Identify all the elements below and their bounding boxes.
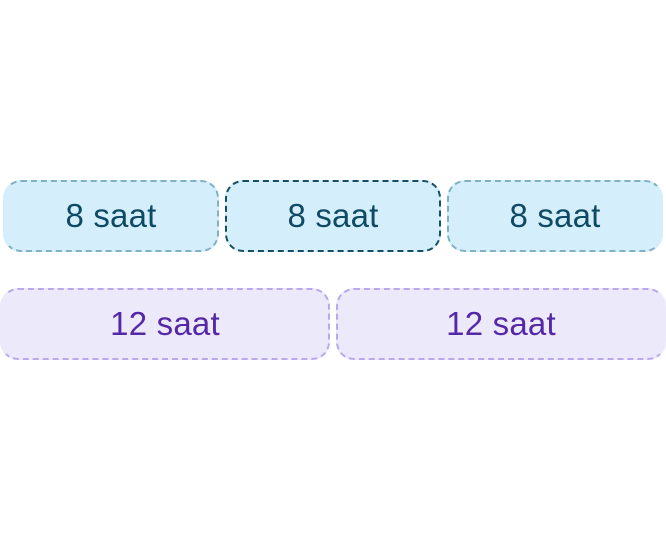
shift-segment-label: 8 saat bbox=[65, 197, 157, 234]
shift-segment-label: 12 saat bbox=[110, 305, 220, 342]
shift-segment-label: 8 saat bbox=[509, 197, 601, 234]
shift-segment-8h-2: 8 saat bbox=[225, 180, 441, 252]
shift-segment-8h-3: 8 saat bbox=[447, 180, 663, 252]
shift-segment-12h-2: 12 saat bbox=[336, 288, 666, 360]
shift-segment-12h-1: 12 saat bbox=[0, 288, 330, 360]
shift-segment-label: 12 saat bbox=[446, 305, 556, 342]
shift-segment-8h-1: 8 saat bbox=[3, 180, 219, 252]
shift-segment-label: 8 saat bbox=[287, 197, 379, 234]
